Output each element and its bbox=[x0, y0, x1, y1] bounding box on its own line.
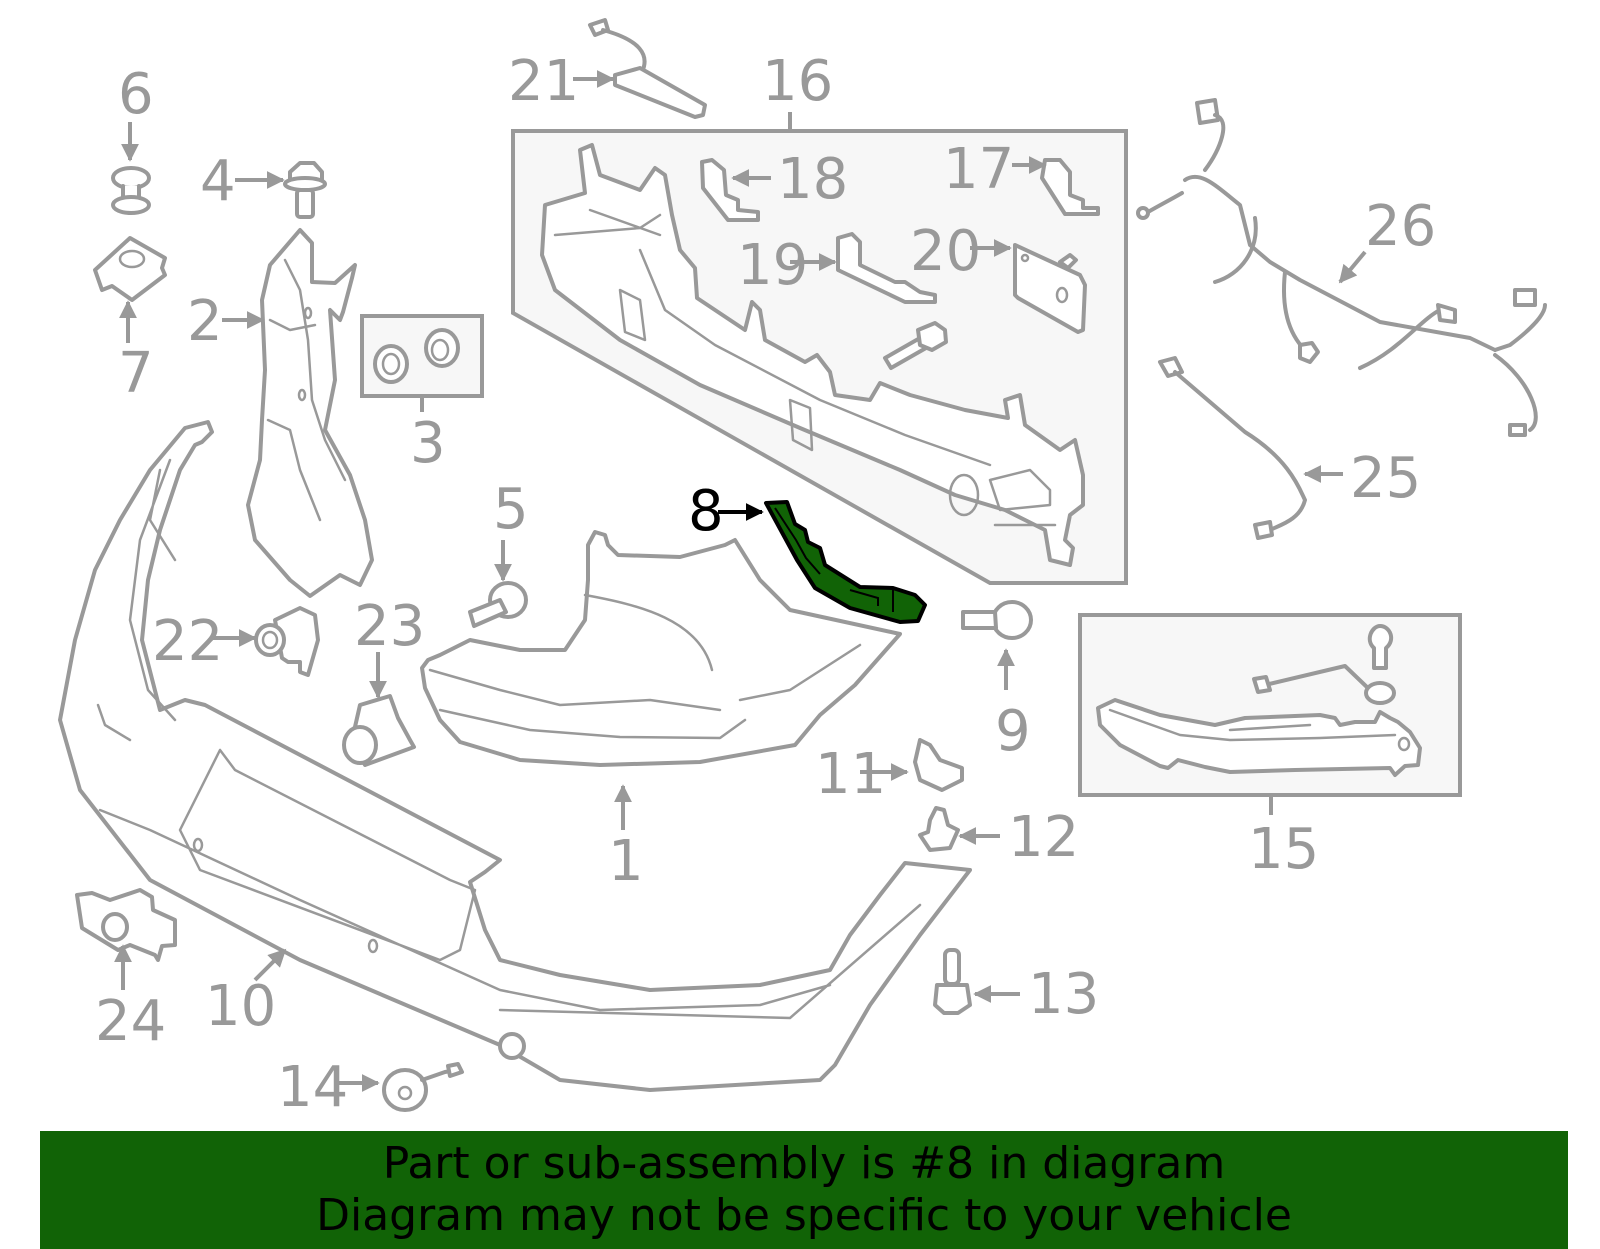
wiring-harness-25 bbox=[1158, 356, 1343, 540]
callout-17: 17 bbox=[943, 137, 1014, 202]
part-7-icon bbox=[93, 236, 167, 343]
part-21-icon bbox=[588, 18, 707, 119]
callout-22: 22 bbox=[152, 609, 223, 674]
banner-part-line: Part or sub-assembly is #8 in diagram bbox=[382, 1138, 1226, 1189]
callout-26: 26 bbox=[1365, 194, 1436, 259]
part-5-icon bbox=[468, 540, 528, 628]
callout-6: 6 bbox=[118, 62, 154, 127]
part-15-group bbox=[1078, 613, 1462, 815]
callout-20: 20 bbox=[910, 219, 981, 284]
part-12-icon bbox=[918, 806, 1000, 852]
callout-2: 2 bbox=[187, 289, 223, 354]
callout-18: 18 bbox=[777, 147, 848, 212]
part-11-icon bbox=[860, 738, 964, 792]
part-4-icon bbox=[235, 161, 327, 219]
callout-23: 23 bbox=[354, 594, 425, 659]
callout-15: 15 bbox=[1248, 817, 1319, 882]
info-banner: Part or sub-assembly is #8 in diagram Di… bbox=[40, 1131, 1568, 1249]
callout-25: 25 bbox=[1350, 446, 1421, 511]
reinforcement-assembly-group bbox=[511, 112, 1128, 585]
callout-8[interactable]: 8 bbox=[688, 479, 724, 544]
callout-13: 13 bbox=[1028, 962, 1099, 1027]
callout-16: 16 bbox=[762, 49, 833, 114]
part-2-icon bbox=[222, 228, 374, 598]
part-8-highlighted[interactable] bbox=[718, 500, 927, 624]
part-1-icon bbox=[420, 530, 902, 830]
part-24-icon bbox=[75, 888, 177, 990]
callout-9: 9 bbox=[995, 699, 1031, 764]
callout-1: 1 bbox=[608, 829, 644, 894]
callout-24: 24 bbox=[95, 989, 166, 1054]
banner-disclaimer-line: Diagram may not be specific to your vehi… bbox=[316, 1190, 1292, 1241]
part-23-icon bbox=[342, 652, 416, 767]
callout-19: 19 bbox=[737, 233, 808, 298]
callout-7: 7 bbox=[118, 341, 154, 406]
wiring-harness-26 bbox=[1136, 98, 1547, 437]
part-9-icon bbox=[961, 600, 1033, 690]
part-14-icon bbox=[335, 1062, 464, 1112]
callout-21: 21 bbox=[508, 49, 579, 114]
part-22-icon bbox=[212, 606, 320, 677]
callout-14: 14 bbox=[277, 1055, 348, 1120]
part-6-icon bbox=[111, 122, 151, 215]
part-13-icon bbox=[933, 948, 1020, 1015]
part-3-group bbox=[360, 314, 484, 412]
callout-10: 10 bbox=[205, 974, 276, 1039]
callout-11: 11 bbox=[815, 742, 886, 807]
part-10-icon bbox=[58, 420, 972, 1092]
callout-5: 5 bbox=[493, 477, 529, 542]
callout-3: 3 bbox=[410, 411, 446, 476]
callout-4: 4 bbox=[200, 149, 236, 214]
callout-12: 12 bbox=[1008, 805, 1079, 870]
